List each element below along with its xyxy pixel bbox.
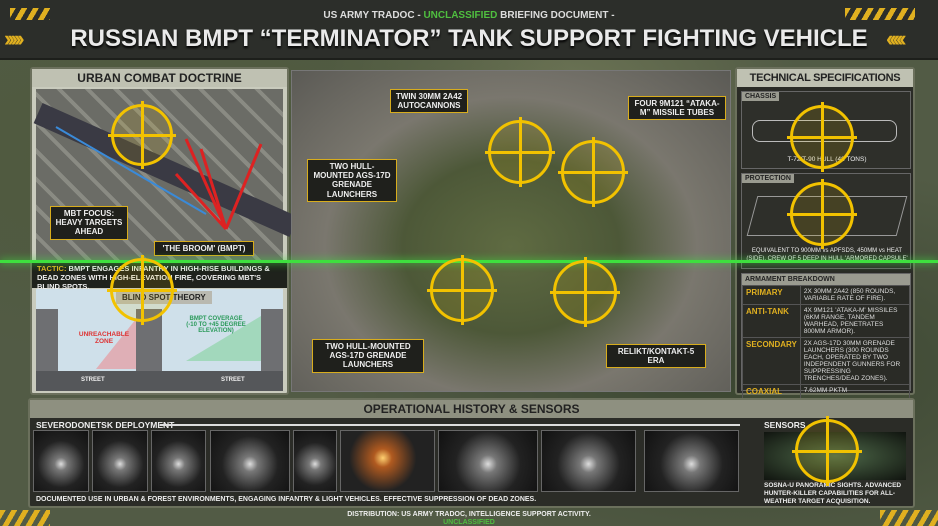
crosshair-icon [107,255,177,325]
deployment-caption: DOCUMENTED USE IN URBAN & FOREST ENVIRON… [36,496,537,503]
crosshair-icon [427,255,497,325]
classification-footer: UNCLASSIFIED [443,519,495,526]
page-title: RUSSIAN BMPT “TERMINATOR” TANK SUPPORT F… [70,25,868,52]
callout-grenade-launchers: TWO HULL-MOUNTED AGS-17D GRENADE LAUNCHE… [307,159,397,202]
crosshair-icon [787,179,857,249]
armament-title: ARMAMENT BREAKDOWN [742,274,910,285]
vehicle-image: TWIN 30MM 2A42 AUTOCANNONS FOUR 9M121 “A… [291,70,731,392]
thermal-frame [644,430,739,492]
crosshair-icon [558,137,628,207]
sensors-title: SENSORS [764,420,806,430]
broom-label: 'THE BROOM' (BMPT) [154,241,254,257]
hazard-stripe [10,8,50,20]
thermal-frame [151,430,206,492]
panel-title: TECHNICAL SPECIFICATIONS [737,69,913,87]
thermal-frame [92,430,148,492]
crosshair-icon [787,102,857,172]
weapon-desc: 4X 9M121 'ATAKA-M' MISSILES (6KM RANGE, … [799,304,911,338]
street-label: STREET [81,377,105,383]
thermal-frame [293,430,337,492]
crosshair-icon [550,257,620,327]
weapon-desc: 2X AGS-17D 30MM GRENADE LAUNCHERS (300 R… [799,337,911,385]
chevron-right-icon: ››››› [4,26,25,51]
callout-autocannons: TWIN 30MM 2A42 AUTOCANNONS [390,89,468,114]
weapon-class: SECONDARY [742,337,801,385]
crosshair-icon [485,117,555,187]
sensors-text: SOSNA-U PANORAMIC SIGHTS. ADVANCED HUNTE… [764,482,902,505]
unreachable-zone-label: UNREACHABLE ZONE [78,331,130,345]
thermal-frame [340,430,435,492]
protection-label: PROTECTION [742,174,794,183]
mbt-focus-label: MBT FOCUS: HEAVY TARGETS AHEAD [50,206,128,240]
thermal-frame [541,430,636,492]
thermal-frame [33,430,89,492]
coverage-label: BMPT COVERAGE (-10 TO +45 DEGREE ELEVATI… [186,316,246,334]
panel-title: OPERATIONAL HISTORY & SENSORS [30,400,913,418]
classification-line: US ARMY TRADOC - UNCLASSIFIED BRIEFING D… [323,10,615,21]
header-banner [0,0,938,60]
timeline-arrow [160,424,740,426]
weapon-desc: 7.62MM PKTM [799,384,911,399]
callout-grenade-launchers-lower: TWO HULL-MOUNTED AGS-17D GRENADE LAUNCHE… [312,339,424,373]
thermal-frame [438,430,538,492]
callout-era: RELIKT/KONTAKT-5 ERA [606,344,706,369]
fire-arrows [55,126,263,231]
street-label: STREET [221,377,245,383]
hazard-stripe [845,8,915,20]
chevron-left-icon: ‹‹‹‹‹ [886,26,907,51]
thermal-frame [210,430,290,492]
weapon-desc: 2X 30MM 2A42 (850 ROUNDS, VARIABLE RATE … [799,285,911,305]
panel-title: URBAN COMBAT DOCTRINE [32,69,287,87]
callout-missile-tubes: FOUR 9M121 “ATAKA-M” MISSILE TUBES [628,96,726,121]
protection-text: EQUIVALENT TO 900MM vs APFSDS, 450MM vs … [746,248,908,262]
deployment-title: SEVERODONETSK DEPLOYMENT [36,420,175,430]
weapon-class: PRIMARY [742,285,801,305]
distribution-text: DISTRIBUTION: US ARMY TRADOC, INTELLIGEN… [347,511,591,518]
crosshair-icon [792,416,862,486]
hazard-stripe [0,510,50,526]
hazard-stripe [880,510,938,526]
weapon-class: ANTI-TANK [742,304,801,338]
crosshair-icon [108,101,176,169]
weapon-class: COAXIAL [742,384,801,399]
chassis-label: CHASSIS [742,92,780,101]
